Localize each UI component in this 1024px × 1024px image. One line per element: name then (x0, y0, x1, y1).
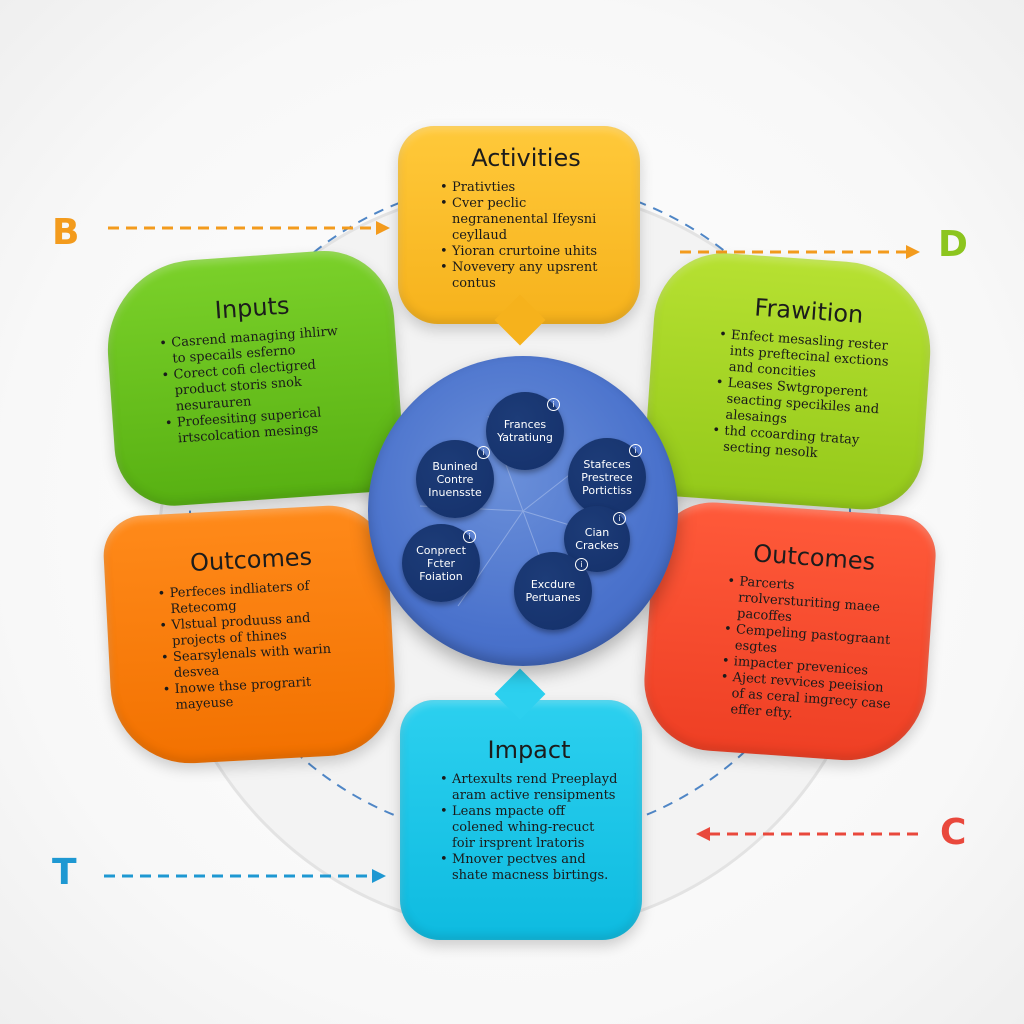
impact-bullet: Mnover pectves and shate macness birting… (438, 852, 620, 884)
hub-bubble: Excdure Pertuanes i (514, 552, 592, 630)
activities-bullet: Prativties (438, 180, 614, 196)
info-icon: i (629, 444, 642, 457)
arrow-t (104, 869, 386, 883)
transition-bullet-list: Enfect mesasling rester ints preftecinal… (709, 327, 897, 467)
activities-card: Activities Prativties Cver peclic negran… (398, 126, 640, 324)
central-hub: Frances Yatratiung i Stafeces Prestrece … (368, 356, 678, 666)
inputs-title: Inputs (213, 291, 291, 325)
info-icon: i (613, 512, 626, 525)
side-letter-d: D (938, 224, 968, 265)
impact-bullet: Leans mpacte off colened whing-recuct fo… (438, 804, 620, 852)
inputs-card: Inputs Casrend managing ihlirw to specai… (101, 246, 407, 510)
inputs-bullet-list: Casrend managing ihlirw to specails esfe… (157, 323, 358, 448)
activities-bullet: Cver peclic negranenental Ifeysni ceylla… (438, 196, 614, 244)
activities-bullet: Yioran crurtoine uhits (438, 244, 614, 260)
side-letter-b: B (52, 212, 80, 253)
impact-card: Impact Artexults rend Preeplayd aram act… (400, 700, 642, 940)
arrow-b (108, 221, 390, 235)
info-icon: i (477, 446, 490, 459)
info-icon: i (463, 530, 476, 543)
impact-title: Impact (487, 736, 571, 764)
hub-bubble-label: Stafeces Prestrece Portictiss (581, 457, 633, 497)
side-letter-t: T (52, 852, 77, 893)
arrow-c (696, 827, 918, 841)
hub-bubble-label: Excdure Pertuanes (525, 578, 581, 604)
hub-bubble-label: Cian Crackes (575, 526, 619, 552)
hub-bubble-label: Bunined Contre Inuensste (428, 459, 482, 499)
info-icon: i (547, 398, 560, 411)
outcomes-right-card: Outcomes Parcerts rrolversturiting maee … (639, 498, 939, 766)
outcomes-right-bullet-list: Parcerts rrolversturiting maee pacoffes … (716, 573, 900, 729)
impact-bullet-list: Artexults rend Preeplayd aram active ren… (438, 772, 620, 884)
transition-title: Frawition (753, 293, 865, 329)
hub-bubble: Frances Yatratiung i (486, 392, 564, 470)
info-icon: i (575, 558, 588, 571)
outcomes-left-title: Outcomes (189, 542, 313, 578)
hub-bubble-label: Frances Yatratiung (497, 418, 553, 444)
hub-bubble: Stafeces Prestrece Portictiss i (568, 438, 646, 516)
transition-card: Frawition Enfect mesasling rester ints p… (641, 248, 937, 514)
impact-bullet: Artexults rend Preeplayd aram active ren… (438, 772, 620, 804)
outcomes-right-title: Outcomes (752, 539, 877, 576)
hub-bubble: Bunined Contre Inuensste i (416, 440, 494, 518)
arrow-d (680, 245, 920, 259)
hub-bubble: Conprect Fcter Foiation i (402, 524, 480, 602)
hub-bubble-label: Conprect Fcter Foiation (416, 543, 466, 583)
outcomes-left-card: Outcomes Perfeces indliaters of Retecomg… (101, 502, 399, 768)
activities-bullet: Novevery any upsrent contus (438, 260, 614, 292)
side-letter-c: C (940, 812, 967, 853)
outcomes-left-bullet-list: Perfeces indliaters of Retecomg Vlstual … (155, 577, 355, 715)
activities-bullet-list: Prativties Cver peclic negranenental Ife… (438, 180, 614, 292)
activities-title: Activities (471, 144, 581, 172)
